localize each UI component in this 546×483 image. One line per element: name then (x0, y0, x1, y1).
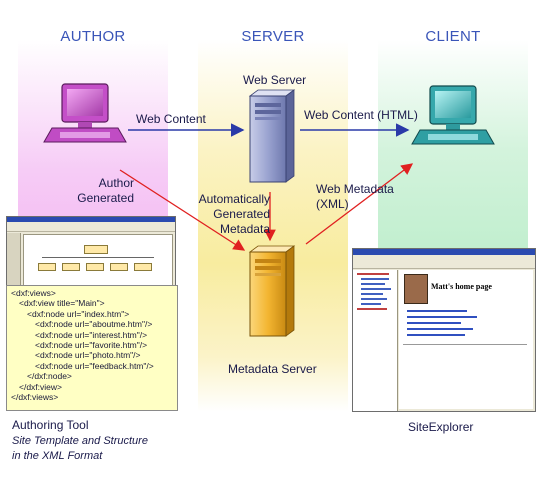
xml-line: <dxf:node url="interest.htm"/> (35, 329, 148, 340)
client-computer-icon (411, 85, 495, 145)
siteexplorer-caption: SiteExplorer (408, 420, 474, 434)
web-server-label: Web Server (243, 73, 307, 87)
xml-line: </dxf:views> (11, 392, 59, 403)
auto-generated-metadata-label: Automatically Generated Metadata (194, 192, 270, 237)
web-content-html-label: Web Content (HTML) (304, 108, 418, 122)
auto-generated-line-2: Generated (213, 207, 270, 221)
metadata-server-tower-icon (248, 245, 296, 337)
auto-generated-line-3: Metadata (219, 222, 270, 236)
xml-line: </dxf:node> (27, 371, 72, 382)
page-divider (403, 344, 527, 345)
web-metadata-line-2: (XML) (316, 197, 349, 211)
xml-line: <dxf:view title="Main"> (19, 298, 105, 309)
metadata-server-label: Metadata Server (228, 362, 317, 376)
xml-line: <dxf:node url="aboutme.htm"/> (35, 319, 153, 330)
xml-line: </dxf:view> (19, 381, 62, 392)
xml-line: <dxf:node url="feedback.htm"/> (35, 360, 154, 371)
site-tree-root-node (84, 245, 108, 254)
page-link (407, 316, 477, 318)
authoring-tool-caption: Authoring Tool (12, 418, 89, 432)
tree-line (361, 283, 385, 285)
server-column-title: SERVER (241, 28, 305, 45)
site-tree-node (86, 263, 104, 271)
authoring-tool-menubar (7, 223, 175, 232)
tree-line (357, 308, 387, 310)
tree-line (361, 278, 389, 280)
page-link (407, 328, 473, 330)
web-server-tower-icon (248, 89, 296, 183)
author-generated-label: Author Generated (64, 176, 134, 206)
page-heading: Matt's home page (431, 282, 492, 291)
client-column-title: CLIENT (425, 28, 481, 45)
authoring-tool-screenshot (6, 216, 176, 290)
author-generated-line-1: Author (98, 176, 134, 190)
page-link (407, 310, 467, 312)
xml-line: <dxf:node url="photo.htm"/> (35, 350, 141, 361)
authoring-tool-titlebar (7, 217, 175, 222)
tree-line (361, 303, 381, 305)
page-link (407, 334, 465, 336)
xml-line: <dxf:views> (11, 288, 56, 298)
authoring-tool-subtitle-2: in the XML Format (12, 450, 103, 462)
siteexplorer-content-pane: Matt's home page (399, 270, 533, 409)
site-tree-node (38, 263, 56, 271)
tree-line (357, 273, 389, 275)
site-tree-node (62, 263, 80, 271)
authoring-tool-palette (7, 233, 21, 289)
author-generated-arrow (119, 169, 246, 251)
web-metadata-line-1: Web Metadata (316, 182, 394, 196)
tree-line (361, 293, 383, 295)
xml-line: <dxf:node url="index.htm"> (27, 308, 130, 319)
tree-line (361, 288, 391, 290)
page-link (407, 322, 461, 324)
authoring-tool-subtitle-1: Site Template and Structure (12, 435, 148, 447)
author-generated-line-2: Generated (77, 191, 134, 205)
web-content-label: Web Content (136, 112, 206, 126)
author-column-title: AUTHOR (60, 28, 126, 45)
xml-code-box: <dxf:views> <dxf:view title="Main"> <dxf… (6, 285, 178, 411)
web-metadata-arrow (305, 163, 414, 245)
authoring-tool-canvas (23, 234, 173, 288)
siteexplorer-titlebar (353, 249, 535, 255)
auto-generated-line-1: Automatically (198, 192, 270, 206)
site-tree-node (134, 263, 152, 271)
author-computer-icon (43, 83, 127, 143)
siteexplorer-tree-pane (353, 270, 398, 411)
profile-photo (404, 274, 428, 304)
siteexplorer-screenshot: Matt's home page (352, 248, 536, 412)
site-tree-connector (42, 257, 154, 258)
xml-line: <dxf:node url="favorite.htm"/> (35, 340, 148, 351)
site-tree-node (110, 263, 128, 271)
siteexplorer-toolbar (353, 256, 535, 269)
web-metadata-label: Web Metadata (XML) (316, 182, 394, 212)
tree-line (361, 298, 387, 300)
